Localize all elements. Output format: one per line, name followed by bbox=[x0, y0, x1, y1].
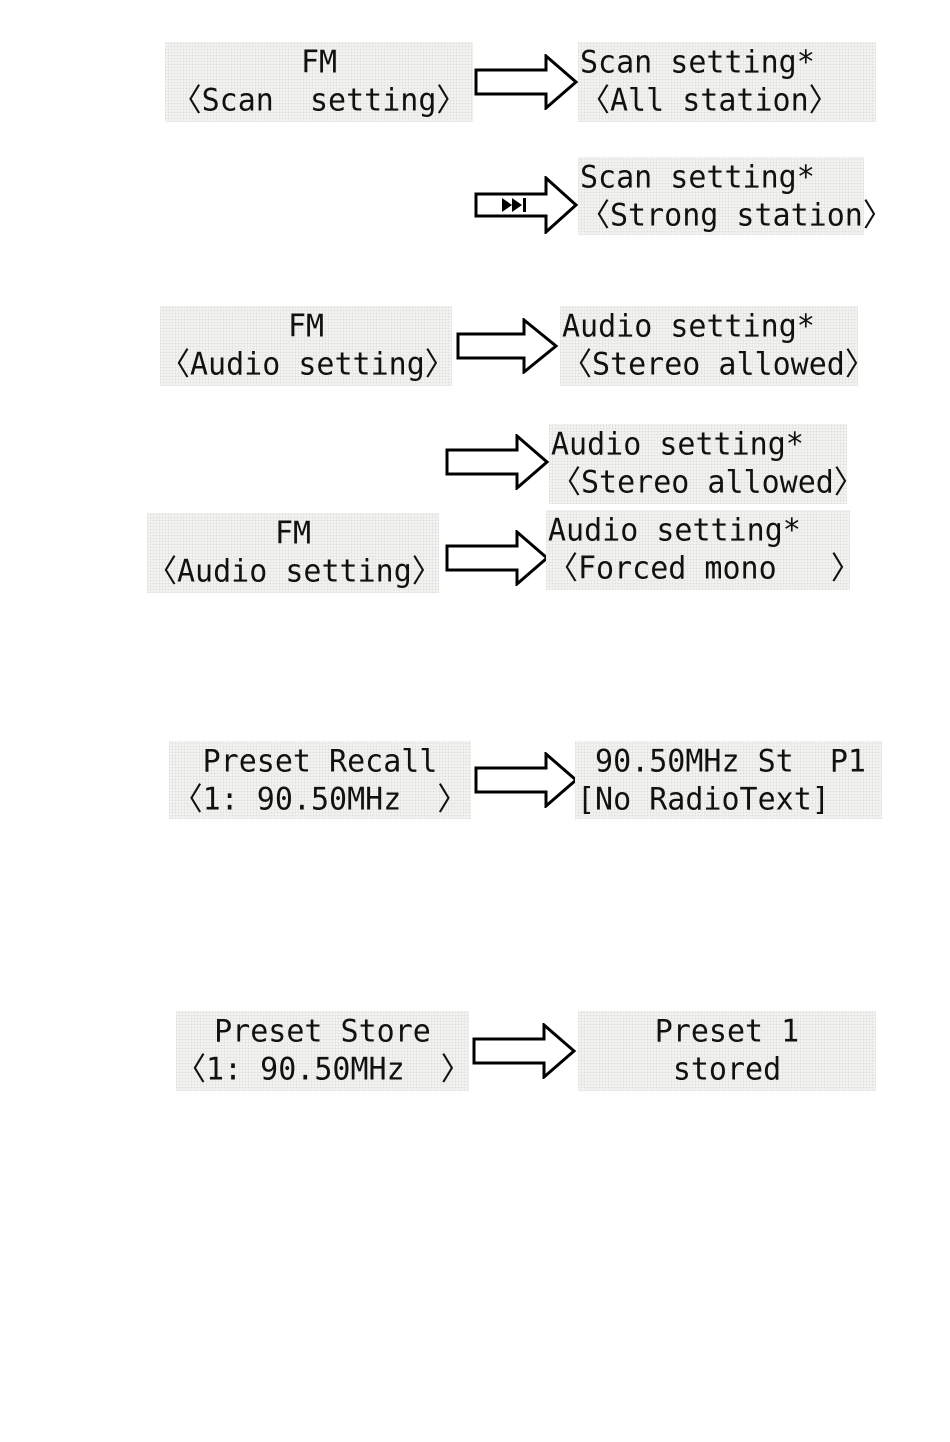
display-line-1: Preset Recall bbox=[202, 743, 438, 780]
display-line-1: FM bbox=[287, 308, 325, 345]
right-arrow-icon bbox=[445, 530, 551, 586]
display-line-2: 〈Stereo allowed〉 bbox=[562, 346, 875, 383]
fm-scan-setting-display: FM 〈Scan setting〉 bbox=[165, 42, 473, 122]
display-line-1: Preset Store bbox=[214, 1013, 431, 1050]
display-line-1: FM bbox=[300, 44, 338, 81]
display-line-1: Scan setting* bbox=[580, 44, 815, 81]
display-line-1: Audio setting* bbox=[562, 308, 815, 345]
right-arrow-icon bbox=[445, 434, 551, 490]
skip-next-icon bbox=[502, 198, 526, 212]
audio-setting-stereo-allowed-display: Audio setting* 〈Stereo allowed〉 bbox=[560, 306, 875, 386]
audio-setting-stereo-allowed-display: Audio setting* 〈Stereo allowed〉 bbox=[549, 424, 864, 504]
scan-setting-strong-station-display: Scan setting* 〈Strong station〉 bbox=[578, 157, 893, 235]
display-line-2: 〈1: 90.50MHz 〉 bbox=[176, 1051, 471, 1088]
fm-audio-setting-display: FM 〈Audio setting〉 bbox=[160, 306, 455, 386]
audio-setting-forced-mono-display: Audio setting* 〈Forced mono 〉 bbox=[546, 510, 861, 590]
display-line-1: Audio setting* bbox=[551, 426, 804, 463]
preset-recall-display: Preset Recall 〈1: 90.50MHz 〉 bbox=[169, 741, 471, 819]
right-arrow-icon bbox=[472, 1023, 578, 1079]
scan-setting-all-station-display: Scan setting* 〈All station〉 bbox=[578, 42, 876, 122]
skip-next-arrow-icon bbox=[474, 176, 580, 234]
right-arrow-icon bbox=[456, 318, 562, 374]
fm-audio-setting-display: FM 〈Audio setting〉 bbox=[147, 513, 442, 593]
display-line-2: stored bbox=[672, 1051, 782, 1088]
preset-stored-display: Preset 1 stored bbox=[578, 1011, 876, 1091]
display-line-1: Audio setting* bbox=[548, 512, 801, 549]
right-arrow-icon bbox=[474, 752, 580, 808]
display-line-1: Preset 1 bbox=[654, 1013, 800, 1050]
now-playing-display: 90.50MHz St P1 [No RadioText] bbox=[575, 741, 882, 819]
display-line-2: 〈All station〉 bbox=[580, 82, 839, 119]
display-line-2: 〈1: 90.50MHz 〉 bbox=[172, 781, 468, 818]
display-line-2: 〈Audio setting〉 bbox=[160, 346, 455, 383]
right-arrow-icon bbox=[474, 54, 580, 110]
display-line-2: 〈Scan setting〉 bbox=[171, 82, 467, 119]
display-line-1: FM bbox=[274, 515, 312, 552]
display-line-2: 〈Forced mono 〉 bbox=[548, 550, 861, 587]
display-line-2: 〈Strong station〉 bbox=[580, 197, 893, 234]
display-line-2: [No RadioText] bbox=[577, 781, 830, 818]
preset-store-display: Preset Store 〈1: 90.50MHz 〉 bbox=[176, 1011, 471, 1091]
display-line-1: Scan setting* bbox=[580, 159, 815, 196]
display-line-1: 90.50MHz St P1 bbox=[577, 743, 866, 780]
display-line-2: 〈Audio setting〉 bbox=[147, 553, 442, 590]
display-line-2: 〈Stereo allowed〉 bbox=[551, 464, 864, 501]
